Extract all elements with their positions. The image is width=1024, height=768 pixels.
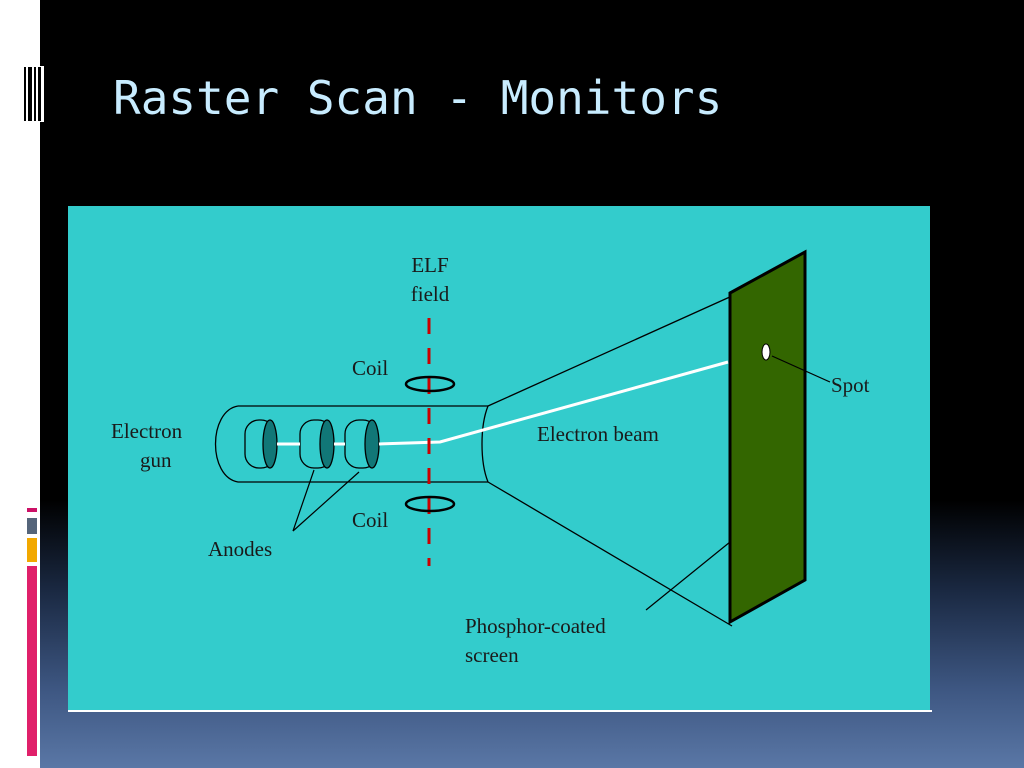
electron-gun-label-line1: Electron bbox=[111, 419, 183, 443]
anode-leader-2 bbox=[292, 471, 360, 532]
screen-label-line2: screen bbox=[465, 643, 519, 667]
coil-bottom-label: Coil bbox=[352, 508, 388, 532]
crt-funnel bbox=[481, 295, 733, 627]
anode-3 bbox=[344, 419, 380, 469]
anode-1 bbox=[244, 419, 278, 469]
coil-top-label: Coil bbox=[352, 356, 388, 380]
crt-diagram-svg: ELF field Coil Coil Electron gun Anodes … bbox=[68, 206, 932, 712]
colored-bars-icon bbox=[27, 508, 37, 756]
phosphor-screen bbox=[728, 249, 807, 625]
electron-beam-label: Electron beam bbox=[537, 422, 659, 446]
anode-2 bbox=[299, 419, 335, 469]
spot-label: Spot bbox=[831, 373, 870, 397]
electron-gun-label-line2: gun bbox=[140, 448, 172, 472]
beam-spot bbox=[761, 343, 771, 361]
screen-leader bbox=[645, 541, 731, 611]
elf-label-line2: field bbox=[411, 282, 450, 306]
vertical-bars-icon bbox=[22, 66, 44, 122]
elf-label-line1: ELF bbox=[411, 253, 448, 277]
spot-leader bbox=[771, 355, 831, 383]
screen-label-line1: Phosphor-coated bbox=[465, 614, 606, 638]
coil-bottom bbox=[404, 495, 456, 513]
page-title: Raster Scan - Monitors bbox=[113, 71, 723, 125]
coil-top bbox=[404, 375, 456, 393]
electron-beam-path bbox=[378, 360, 729, 446]
crt-diagram: ELF field Coil Coil Electron gun Anodes … bbox=[68, 206, 932, 714]
electron-gun-tube bbox=[214, 405, 488, 483]
anodes-label: Anodes bbox=[208, 537, 272, 561]
anode-leader-1 bbox=[292, 469, 315, 532]
